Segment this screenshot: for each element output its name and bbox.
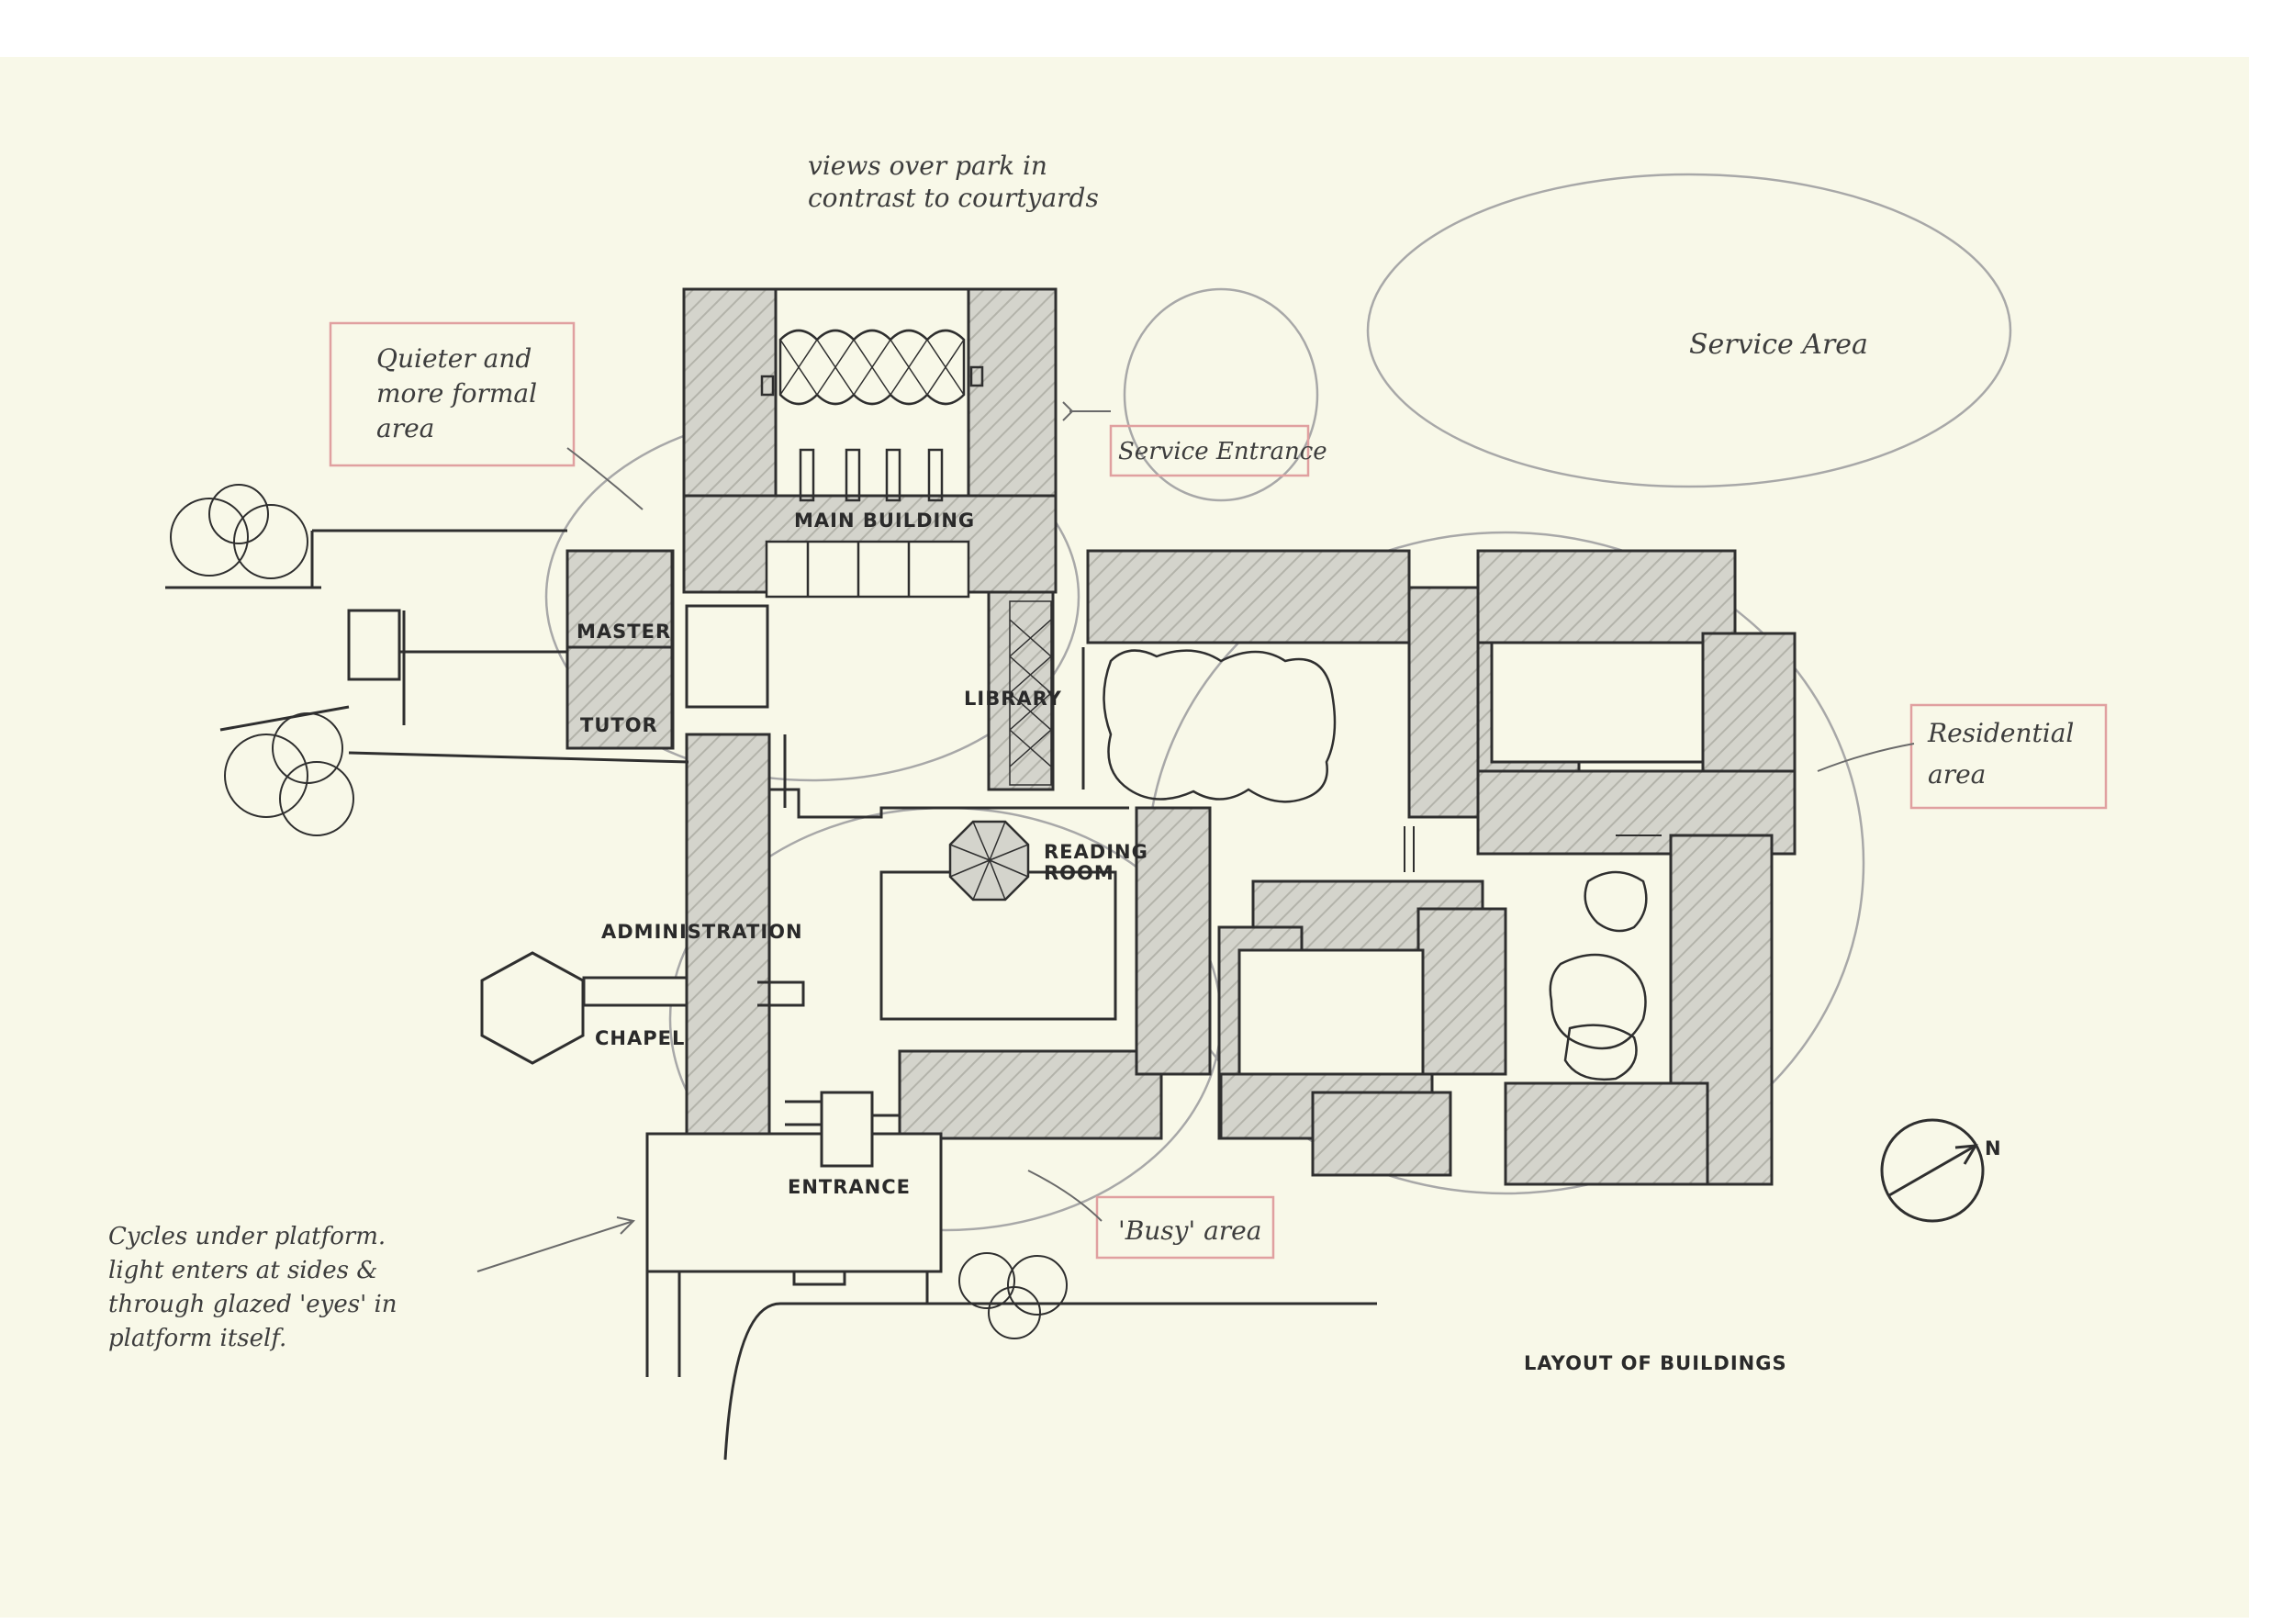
small-court xyxy=(685,604,769,709)
leader-lines xyxy=(476,401,1915,1272)
handwritten-notes: views over park in contrast to courtyard… xyxy=(108,151,2074,1352)
court1-tree-mass xyxy=(1103,649,1337,803)
label-main-building: MAIN BUILDING xyxy=(794,510,975,532)
building-blocks xyxy=(565,287,1797,1186)
quiet-note-box xyxy=(329,321,576,467)
service-entrance-circle xyxy=(1123,287,1319,502)
residential-note-box xyxy=(1909,703,2108,810)
service-area-circle xyxy=(1366,173,2012,488)
service-arrow xyxy=(1062,401,1074,421)
residential-leader xyxy=(1817,743,1915,772)
library-hatch xyxy=(1009,600,1052,786)
label-library: LIBRARY xyxy=(964,688,1062,710)
site-trees xyxy=(170,484,1068,1339)
service-entrance-note: Service Entrance xyxy=(1118,438,1327,465)
main-building-details xyxy=(760,329,984,599)
centre-court xyxy=(1237,948,1425,1076)
label-chapel: CHAPEL xyxy=(595,1027,685,1049)
centre-block-east xyxy=(1416,907,1507,1076)
west-plaza xyxy=(165,529,689,764)
residential-se-south xyxy=(1504,1081,1709,1186)
west-pavilion xyxy=(347,609,401,681)
link-lines xyxy=(645,647,1377,1461)
drawing-title: LAYOUT OF BUILDINGS xyxy=(1524,1352,1787,1374)
platform xyxy=(645,1132,943,1273)
reading-east-block xyxy=(1135,806,1212,1076)
courtyard-trees xyxy=(1103,649,1648,1081)
court2-tree-c xyxy=(1563,1024,1638,1081)
service-area-note: Service Area xyxy=(1689,329,1868,361)
label-reading-line2: ROOM xyxy=(1044,862,1114,884)
room-labels: MAIN BUILDING MASTER TUTOR LIBRARY READI… xyxy=(577,510,2002,1374)
courtyards xyxy=(685,287,1705,1076)
residential-ne-court xyxy=(1490,641,1705,764)
court2-tree-b xyxy=(1549,953,1647,1050)
label-administration: ADMINISTRATION xyxy=(601,921,803,943)
busy-note-box xyxy=(1095,1195,1275,1260)
court2-tree-a xyxy=(1584,870,1648,933)
quiet-note-line2: more formal xyxy=(376,378,537,409)
label-reading-line1: READING xyxy=(1044,841,1148,863)
quiet-leader xyxy=(566,447,644,510)
residential-stair-lines xyxy=(1404,826,1662,872)
note-boxes xyxy=(329,321,2108,1260)
main-building-hall xyxy=(774,287,970,498)
paper-sheet xyxy=(0,57,2249,1618)
busy-leader xyxy=(1027,1170,1103,1222)
entrance-wing xyxy=(898,1049,1163,1140)
master-tutor-block xyxy=(565,549,675,750)
entrance-porch xyxy=(820,1091,874,1168)
court1-east xyxy=(1407,586,1480,819)
quiet-note-line3: area xyxy=(376,413,434,443)
north-label: N xyxy=(1985,1137,2002,1159)
chapel-link xyxy=(582,976,688,1007)
cycles-note-line3: through glazed 'eyes' in xyxy=(108,1291,397,1318)
quiet-note-line1: Quieter and xyxy=(376,343,532,374)
busy-note: 'Busy' area xyxy=(1118,1215,1261,1246)
views-note-line1: views over park in xyxy=(808,151,1047,181)
cycles-note-line1: Cycles under platform. xyxy=(108,1223,386,1250)
label-tutor: TUTOR xyxy=(580,714,658,736)
residential-note-line2: area xyxy=(1928,759,1986,790)
north-arrow xyxy=(1880,1118,1985,1223)
centre-block-southwest xyxy=(1311,1091,1452,1177)
reading-room-rotunda xyxy=(948,820,1030,902)
views-note-line2: contrast to courtyards xyxy=(808,183,1099,213)
residential-ne-north xyxy=(1476,549,1737,644)
label-master: MASTER xyxy=(577,621,671,643)
cycles-note-line4: platform itself. xyxy=(108,1325,286,1352)
court1-north xyxy=(1086,549,1411,644)
service-entrance-note-box xyxy=(1109,424,1310,477)
label-entrance: ENTRANCE xyxy=(788,1176,911,1198)
administration-block xyxy=(685,733,771,1149)
cycles-note-line2: light enters at sides & xyxy=(108,1257,377,1284)
residential-note-line1: Residential xyxy=(1927,718,2074,748)
platform-step xyxy=(792,1270,846,1286)
entrance-platform xyxy=(645,1091,943,1286)
cycles-arrow xyxy=(616,1216,635,1235)
cycles-leader xyxy=(476,1220,634,1272)
